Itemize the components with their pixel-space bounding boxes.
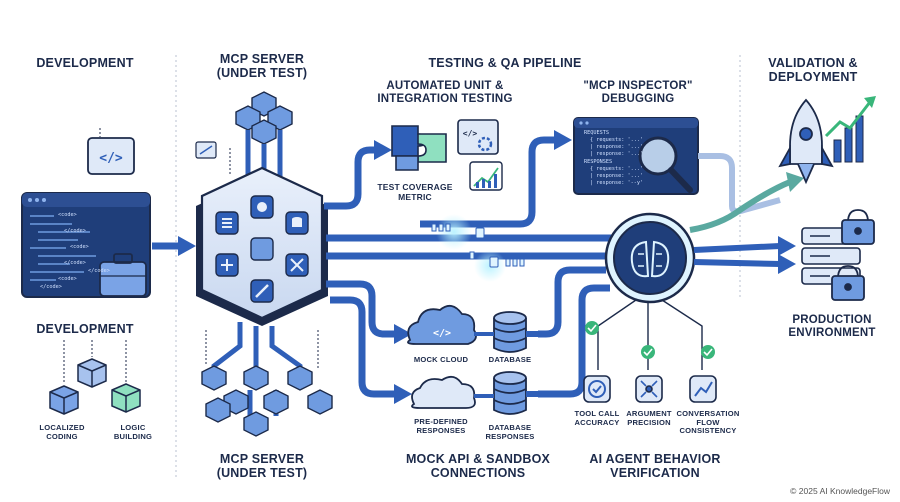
inspector-resp-line-1: { requests: '...' (590, 166, 644, 172)
inspector-req-line-1: { requests: '...' (590, 137, 644, 143)
mock-cloud-icon: </> (407, 304, 477, 345)
column-dividers (175, 55, 741, 480)
briefcase-icon (99, 253, 147, 297)
data-packets (431, 223, 525, 268)
svg-text:</>: </> (99, 151, 123, 166)
editor-code-line-1: <code> (58, 212, 77, 218)
checkmark-icons (585, 321, 715, 359)
section-title-development: DEVELOPMENT (36, 56, 134, 70)
section-title-testing-pipeline: TESTING & QA PIPELINE (428, 56, 582, 70)
svg-text:</>: </> (463, 129, 478, 138)
label-database-responses: DATABASE RESPONSES (485, 423, 535, 441)
label-inspector-debugging: "MCP INSPECTOR" DEBUGGING (583, 80, 693, 105)
label-predefined-responses: PRE-DEFINED RESPONSES (414, 417, 468, 435)
mcp-server-hexagon (196, 166, 328, 326)
bar-chart-icon (469, 161, 503, 191)
label-logic-building: LOGIC BUILDING (113, 423, 153, 441)
footer-copyright: © 2025 AI KnowledgeFlow (790, 486, 890, 496)
editor-code-line-5: <code> (58, 276, 77, 282)
label-conversation-flow: CONVERSATION FLOW CONSISTENCY (676, 409, 740, 436)
svg-text:</>: </> (433, 328, 451, 339)
editor-code-line-3: <code> (70, 244, 89, 250)
editor-code-line-2: </code> (64, 228, 86, 234)
gear-code-icon: </> (457, 119, 499, 155)
small-tag-icon (195, 141, 217, 159)
editor-code-line-6: </code> (40, 284, 62, 290)
inspector-resp-line-3: | response: '--y' (590, 180, 644, 186)
database-icons (493, 311, 527, 415)
label-test-coverage: TEST COVERAGE METRIC (377, 182, 453, 202)
predefined-cloud-icon (411, 375, 476, 409)
section-title-production: PRODUCTION ENVIRONMENT (788, 314, 876, 339)
inspector-responses-label: RESPONSES (584, 159, 613, 165)
section-title-mcp-server-bottom: MCP SERVER (UNDER TEST) (216, 452, 308, 480)
section-title-mcp-server: MCP SERVER (UNDER TEST) (216, 52, 308, 80)
inspector-req-line-2: | response: '...' (590, 144, 644, 150)
growth-chart-icon (824, 96, 876, 163)
inspector-resp-line-2: | response: '...' (590, 173, 644, 179)
metric-icons (583, 375, 717, 403)
label-mock-cloud: MOCK CLOUD (413, 355, 469, 364)
lock-icons (831, 209, 875, 301)
editor-code-line-7: </code> (88, 268, 110, 274)
magnifier-icon (638, 136, 693, 193)
inspector-requests-label: REQUESTS (584, 130, 609, 136)
inspector-window (573, 117, 699, 195)
inspector-req-line-3: | response: '...' (590, 151, 644, 157)
server-top-cubes (235, 91, 293, 145)
rocket-icon (778, 98, 834, 185)
dev-cubes (49, 358, 141, 415)
server-bottom-cubes (201, 365, 333, 437)
label-tool-call-accuracy: TOOL CALL ACCURACY (574, 409, 620, 427)
section-title-validation: VALIDATION & DEPLOYMENT (768, 56, 858, 84)
label-database: DATABASE (488, 355, 532, 364)
label-argument-precision: ARGUMENT PRECISION (626, 409, 672, 427)
section-title-development-bottom: DEVELOPMENT (36, 322, 134, 336)
code-bubble: </> (87, 128, 135, 175)
editor-code-line-4: </code> (64, 260, 86, 266)
puzzle-icon (391, 125, 447, 171)
label-unit-integration: AUTOMATED UNIT & INTEGRATION TESTING (377, 80, 513, 105)
brain-chip (604, 212, 696, 304)
section-title-ai-agent: AI AGENT BEHAVIOR VERIFICATION (589, 452, 721, 480)
section-title-mock-api: MOCK API & SANDBOX CONNECTIONS (405, 452, 551, 480)
label-localized-coding: LOCALIZED CODING (39, 423, 85, 441)
